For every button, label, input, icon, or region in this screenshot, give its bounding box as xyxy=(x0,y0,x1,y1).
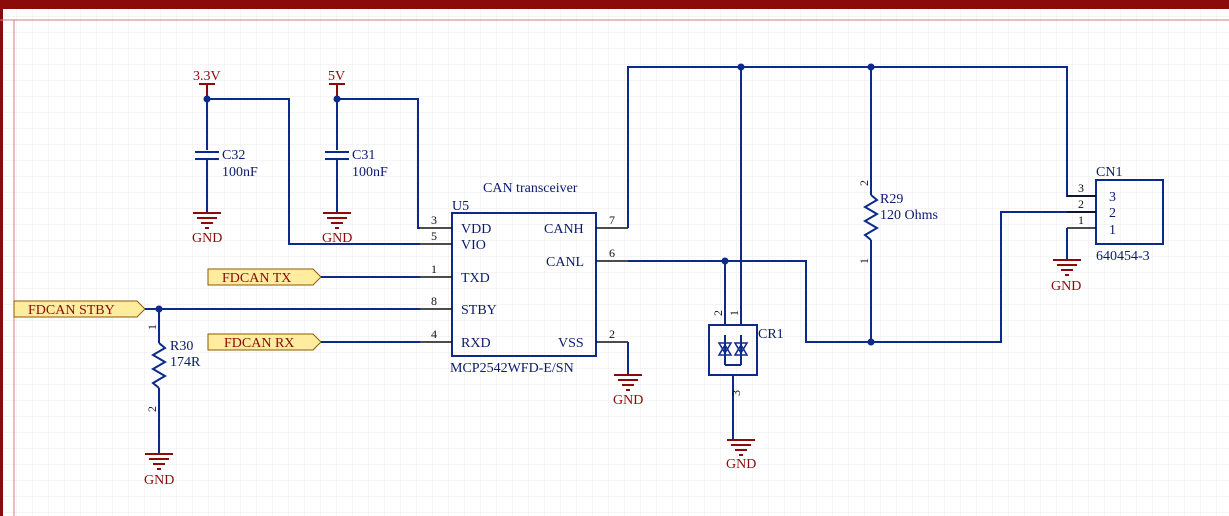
cr1-pin3: 3 xyxy=(729,390,743,396)
cn1-part: 640454-3 xyxy=(1096,249,1150,264)
u5-pin-num: 3 xyxy=(431,213,437,227)
sheet-border-top xyxy=(0,0,1229,9)
r29-ref: R29 xyxy=(880,192,903,207)
gnd-c32[interactable]: GND xyxy=(192,212,222,246)
r30-pin1: 1 xyxy=(145,324,159,330)
r30-zigzag xyxy=(151,342,167,389)
u5-ref: U5 xyxy=(452,199,469,214)
r29-pin1: 1 xyxy=(857,258,871,264)
gnd-r30-label: GND xyxy=(144,473,174,488)
r30-ref: R30 xyxy=(170,339,193,354)
gnd-c32-label: GND xyxy=(192,231,222,246)
gnd-u5[interactable]: GND xyxy=(613,374,643,408)
cn1-pin-name: 3 xyxy=(1109,190,1116,205)
r29-pin2: 2 xyxy=(857,180,871,186)
gnd-u5-label: GND xyxy=(613,393,643,408)
cn1-pin-name: 2 xyxy=(1109,206,1116,221)
power-5v-label: 5V xyxy=(328,69,345,84)
gnd-cr1[interactable]: GND xyxy=(726,439,756,472)
port-fdcan-tx-shape xyxy=(207,268,322,286)
u5-part: MCP2542WFD-E/SN xyxy=(450,361,574,376)
u5-pin-num: 6 xyxy=(609,246,615,260)
capacitor-c31[interactable]: C31 100nF xyxy=(325,99,388,212)
u5-pin-num: 8 xyxy=(431,294,437,308)
u5-pin-name: CANH xyxy=(544,222,584,237)
sheet-border-left xyxy=(0,0,3,516)
resistor-r29[interactable]: 2 1 R29 120 Ohms xyxy=(857,67,938,342)
gnd-c31[interactable]: GND xyxy=(322,212,352,246)
port-fdcan-rx-shape xyxy=(207,333,322,351)
power-5v[interactable]: 5V xyxy=(328,69,345,99)
u5-pin-name: TXD xyxy=(461,271,490,286)
port-fdcan-stby[interactable]: FDCAN STBY xyxy=(13,300,420,318)
cn1-pin-num: 2 xyxy=(1078,197,1084,211)
wire-3v3-vio xyxy=(207,98,420,245)
connector-cn1[interactable]: CN1 3 2 1 3 2 1 640454-3 xyxy=(1067,165,1164,264)
c31-value: 100nF xyxy=(352,165,388,180)
u5-pin-name: VIO xyxy=(461,238,486,253)
r29-zigzag xyxy=(863,194,879,241)
port-fdcan-tx[interactable]: FDCAN TX xyxy=(207,268,420,286)
gnd-cn1-label: GND xyxy=(1051,279,1081,294)
port-fdcan-stby-label: FDCAN STBY xyxy=(28,303,115,318)
gnd-cr1-label: GND xyxy=(726,457,756,472)
r30-value: 174R xyxy=(170,355,201,370)
c32-ref: C32 xyxy=(222,148,245,163)
power-3v3-label: 3.3V xyxy=(193,69,221,84)
port-fdcan-rx-label: FDCAN RX xyxy=(224,336,294,351)
cr1-pin2: 2 xyxy=(711,310,725,316)
r29-value: 120 Ohms xyxy=(880,208,938,223)
cr1-pin1: 1 xyxy=(727,310,741,316)
wire-canl xyxy=(628,211,1096,343)
port-fdcan-tx-label: FDCAN TX xyxy=(222,271,291,286)
ic-u5[interactable]: CAN transceiver U5 MCP2542WFD-E/SN 3 VDD… xyxy=(420,181,628,376)
tvs-diode-cr1[interactable]: 2 1 3 CR1 xyxy=(708,67,784,439)
cn1-ref: CN1 xyxy=(1096,165,1122,180)
wire-5v-vdd xyxy=(337,98,420,229)
cn1-pin-num: 3 xyxy=(1078,181,1084,195)
capacitor-c32[interactable]: C32 100nF xyxy=(195,99,258,212)
u5-pin-num: 1 xyxy=(431,262,437,276)
port-fdcan-rx[interactable]: FDCAN RX xyxy=(207,333,420,351)
cr1-ref: CR1 xyxy=(758,327,784,342)
gnd-c31-label: GND xyxy=(322,231,352,246)
c32-value: 100nF xyxy=(222,165,258,180)
u5-body xyxy=(451,212,597,357)
resistor-r30[interactable]: 1 2 R30 174R xyxy=(145,309,201,453)
c31-ref: C31 xyxy=(352,148,375,163)
port-fdcan-stby-shape xyxy=(13,300,146,318)
cn1-pin-name: 1 xyxy=(1109,223,1116,238)
u5-pin-num: 2 xyxy=(609,327,615,341)
gnd-cn1[interactable]: GND xyxy=(1051,259,1081,294)
u5-pin-name: VSS xyxy=(558,336,584,351)
u5-pin-num: 4 xyxy=(431,327,437,341)
u5-pin-num: 5 xyxy=(431,229,437,243)
u5-pin-num: 7 xyxy=(609,213,615,227)
u5-title: CAN transceiver xyxy=(483,181,578,196)
cn1-pin-num: 1 xyxy=(1078,213,1084,227)
gnd-r30[interactable]: GND xyxy=(144,453,174,488)
u5-pin-name: STBY xyxy=(461,303,497,318)
u5-pin-name: RXD xyxy=(461,336,491,351)
u5-pin-name: CANL xyxy=(546,255,584,270)
r30-pin2: 2 xyxy=(145,406,159,412)
u5-pin-name: VDD xyxy=(461,222,491,237)
